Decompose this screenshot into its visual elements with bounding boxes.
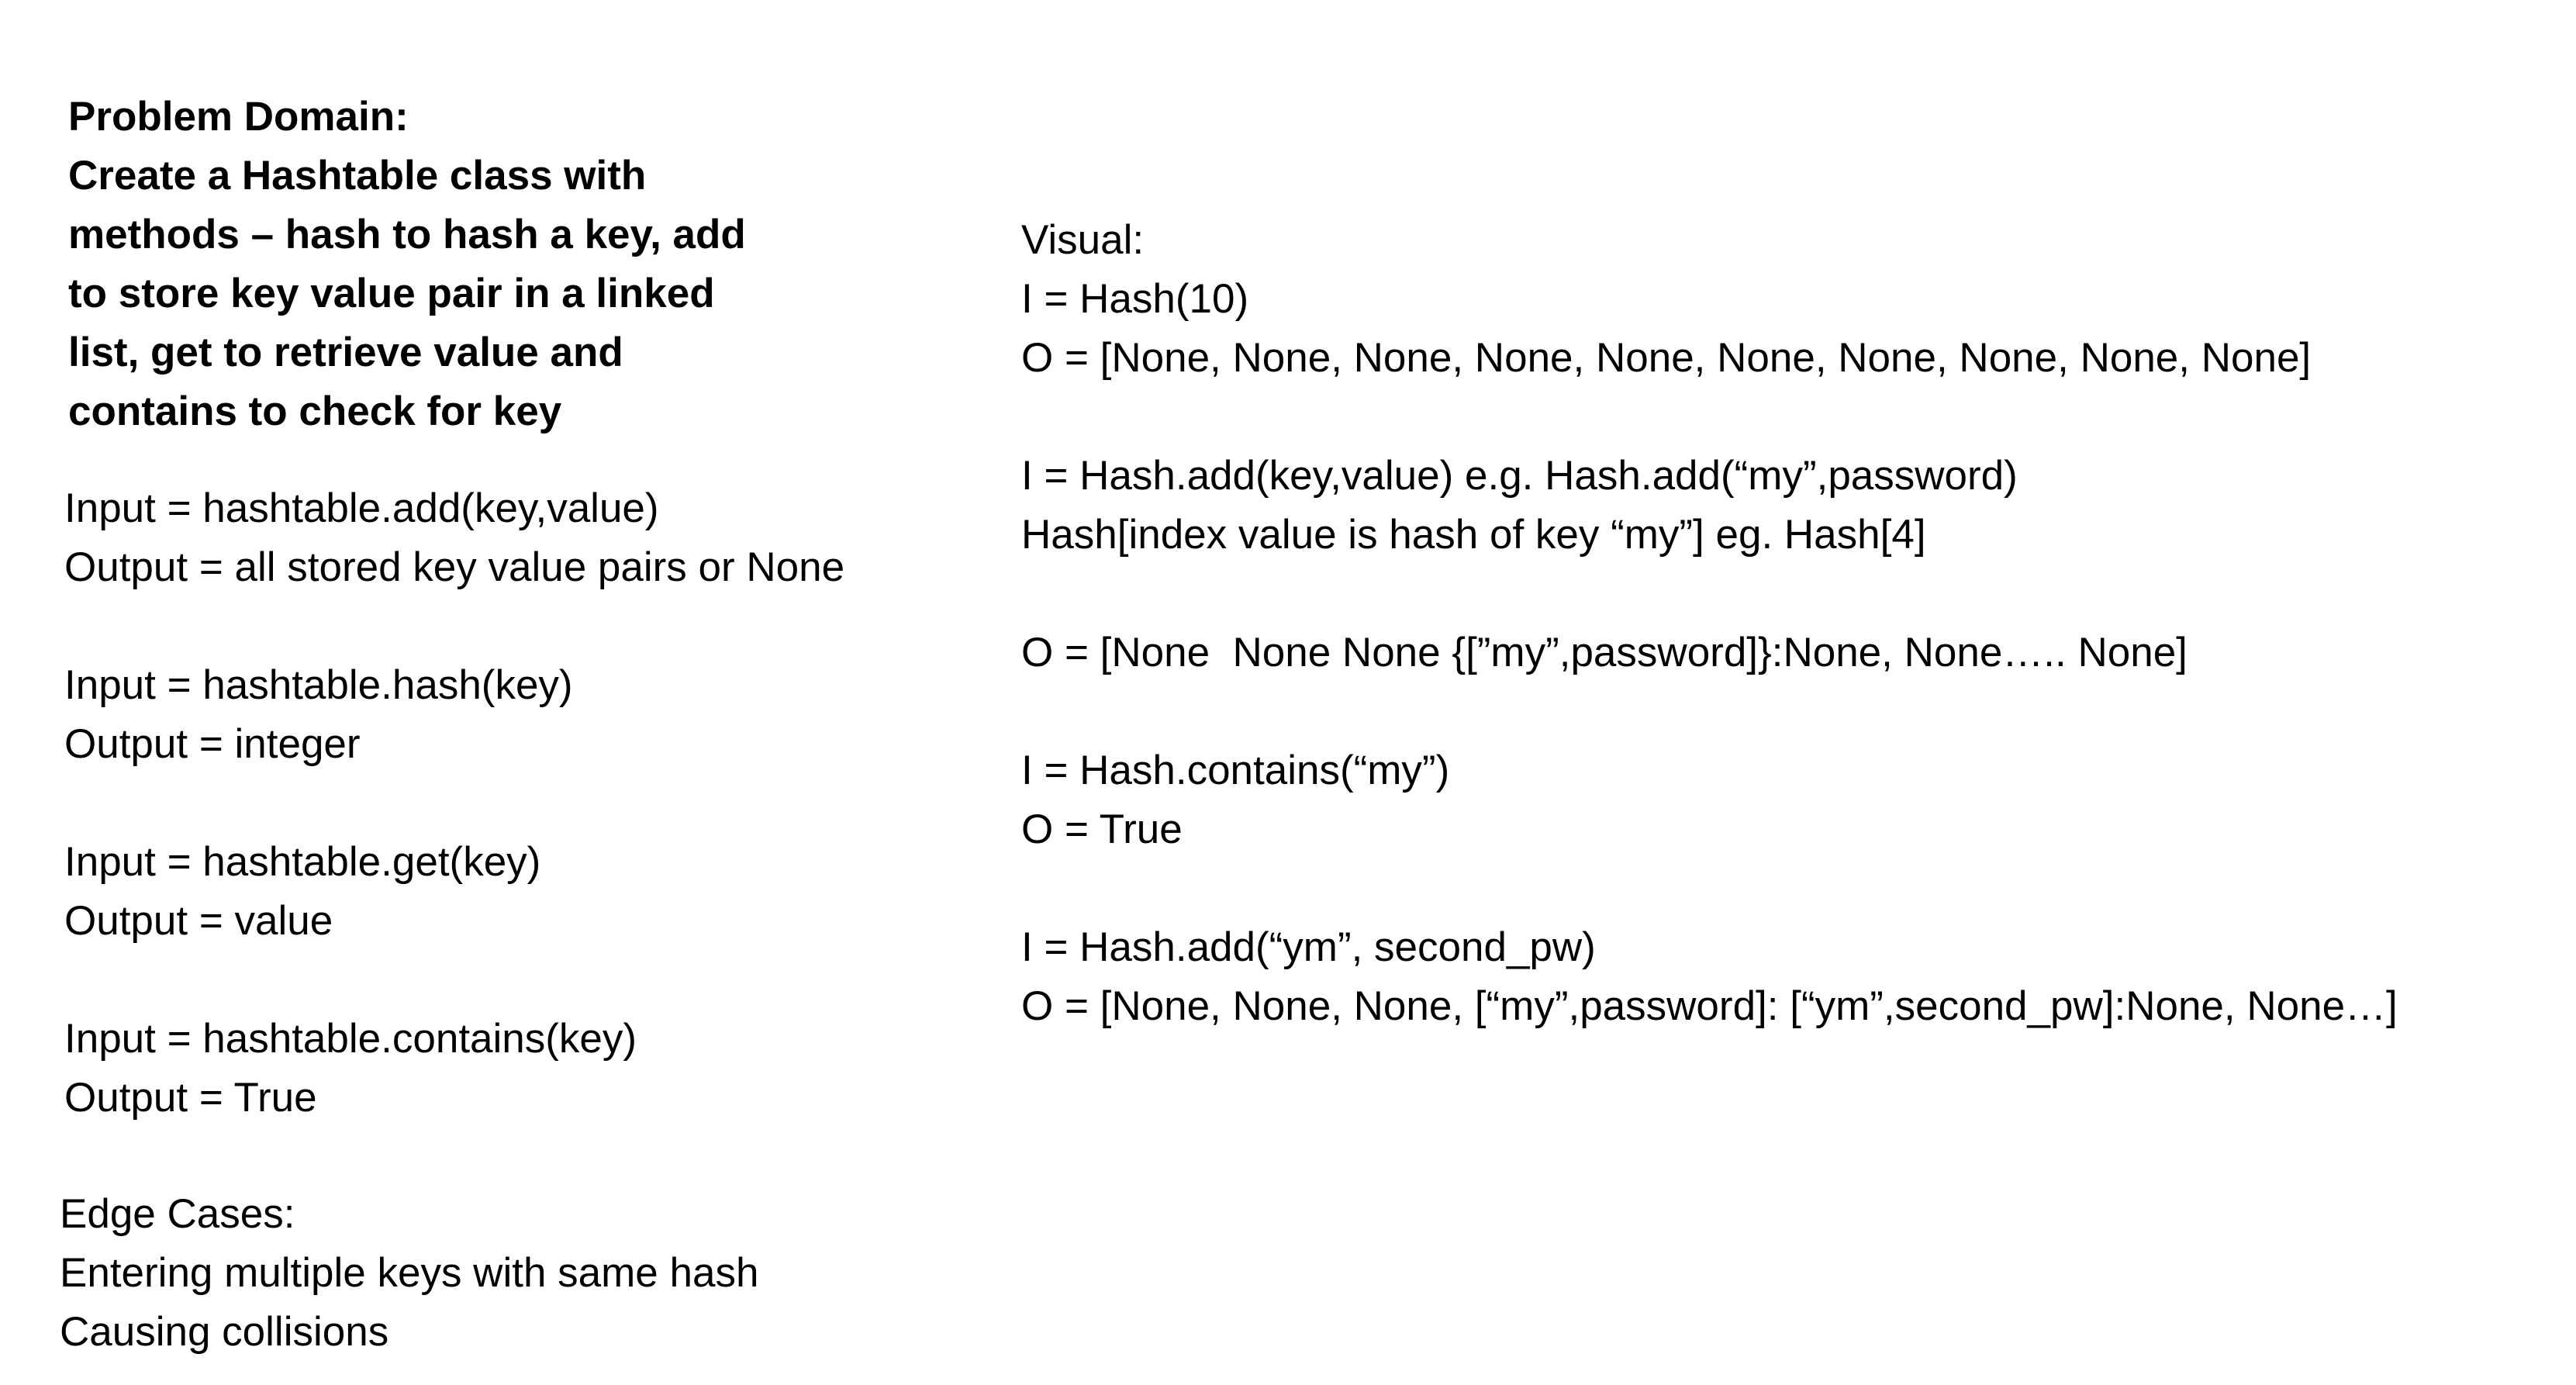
visual-collision-input: I = Hash.add(“ym”, second_pw) [1021, 924, 1596, 970]
spacer [1021, 682, 2398, 741]
edge-cases: Edge Cases: Entering multiple keys with … [60, 1185, 758, 1362]
visual-init-output: O = [None, None, None, None, None, None,… [1021, 335, 2312, 381]
edge-case-line: Causing collisions [60, 1309, 389, 1355]
visual-init-input: I = Hash(10) [1021, 276, 1249, 322]
spacer [64, 951, 844, 1010]
io-add-input: Input = hashtable.add(key,value) [64, 485, 659, 531]
edge-case-line: Entering multiple keys with same hash [60, 1250, 759, 1296]
visual-contains-output: O = True [1021, 806, 1183, 852]
visual-add-output: O = [None None None {[”my”,password]}:No… [1021, 630, 2188, 675]
visual-example: Visual: I = Hash(10) O = [None, None, No… [1021, 211, 2398, 1036]
visual-heading: Visual: [1021, 217, 1145, 263]
input-output-spec: Input = hashtable.add(key,value) Output … [64, 479, 844, 1128]
visual-add-index-note: Hash[index value is hash of key “my”] eg… [1021, 512, 1926, 558]
io-get-output: Output = value [64, 898, 333, 944]
io-hash-output: Output = integer [64, 721, 361, 767]
spacer [64, 597, 844, 656]
io-add-output: Output = all stored key value pairs or N… [64, 544, 845, 590]
visual-add-input: I = Hash.add(key,value) e.g. Hash.add(“m… [1021, 453, 2018, 499]
io-get-input: Input = hashtable.get(key) [64, 839, 541, 885]
problem-domain-line: Create a Hashtable class with [68, 153, 647, 199]
visual-collision-output: O = [None, None, None, [“my”,password]: … [1021, 983, 2398, 1029]
visual-contains-input: I = Hash.contains(“my”) [1021, 748, 1450, 793]
io-hash-input: Input = hashtable.hash(key) [64, 662, 573, 708]
io-contains-output: Output = True [64, 1075, 317, 1121]
problem-domain-heading: Problem Domain: [68, 94, 409, 140]
problem-domain-line: methods – hash to hash a key, add [68, 212, 746, 257]
problem-domain: Problem Domain: Create a Hashtable class… [68, 88, 746, 441]
spacer [64, 774, 844, 833]
spacer [1021, 565, 2398, 623]
problem-domain-line: to store key value pair in a linked [68, 271, 715, 316]
problem-domain-line: contains to check for key [68, 389, 562, 434]
spacer [1021, 388, 2398, 447]
edge-cases-heading: Edge Cases: [60, 1191, 295, 1237]
spacer [1021, 859, 2398, 918]
io-contains-input: Input = hashtable.contains(key) [64, 1016, 637, 1062]
problem-domain-line: list, get to retrieve value and [68, 330, 623, 375]
